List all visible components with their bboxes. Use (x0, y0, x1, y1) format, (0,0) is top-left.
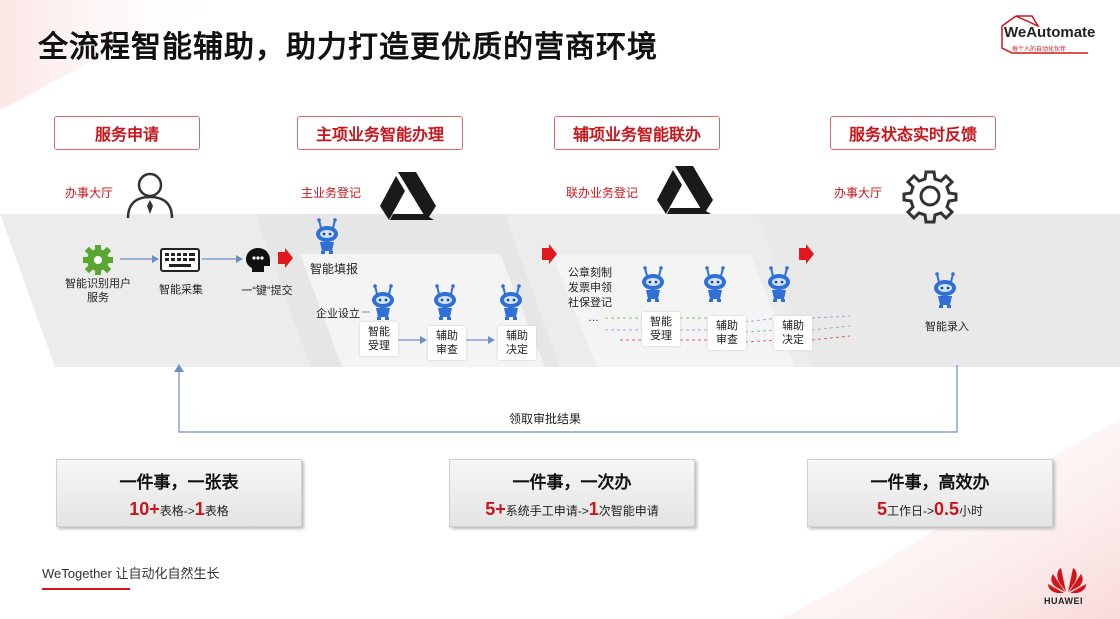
robot-icon (768, 266, 790, 302)
stage-status-feedback: 服务状态实时反馈 (830, 116, 996, 150)
accept-box-1: 智能受理 (360, 322, 398, 356)
red-arrow-icon (799, 244, 814, 264)
keyboard-icon (160, 248, 200, 272)
main-registration-label: 主业务登记 (301, 186, 362, 200)
summary-num: 0.5 (933, 499, 960, 519)
robot-icon (316, 218, 338, 254)
one-key-submit-label: 一“键”提交 (241, 285, 293, 297)
gear-icon (902, 170, 958, 224)
company-setup-label: 企业设立 (316, 308, 360, 320)
smart-fill-label: 智能填报 (310, 262, 359, 276)
decide-box-2: 辅助决定 (774, 316, 812, 350)
chat-head-icon (246, 248, 270, 272)
robot-icon (434, 284, 456, 320)
joint-registration-label: 联办业务登记 (566, 186, 639, 200)
list-item: 公章刻制 (568, 267, 612, 279)
stage-service-request: 服务申请 (54, 116, 200, 150)
page-title: 全流程智能辅助，助力打造更优质的营商环境 (38, 31, 658, 64)
summary-num: 5+ (485, 499, 506, 519)
stage-label: 辅项业务智能联办 (572, 127, 701, 144)
stage-main-business: 主项业务智能办理 (297, 116, 463, 150)
list-item: … (588, 312, 599, 324)
summary-num: 10+ (129, 499, 160, 519)
summary-num: 1 (588, 499, 599, 519)
footer-slogan: WeTogether 让自动化自然生长 (42, 566, 220, 581)
stage-label: 主项业务智能办理 (315, 127, 444, 144)
review-box-1: 辅助审查 (428, 326, 466, 360)
summary-text: 表格-> (159, 504, 195, 518)
summary-text: 小时 (959, 504, 984, 518)
person-icon (126, 172, 174, 219)
robot-icon (500, 284, 522, 320)
hall-label-2: 办事大厅 (834, 186, 883, 200)
review-box-2: 辅助审查 (708, 316, 746, 350)
summary-card-2: 一件事，一次办 5+系统手工申请->1次智能申请 (449, 459, 695, 527)
summary-num: 1 (194, 499, 205, 519)
summary-line: 10+表格->1表格 (57, 499, 301, 520)
summary-heading: 一件事，一次办 (512, 473, 632, 492)
smart-entry-label: 智能录入 (925, 321, 969, 333)
accept-box-2: 智能受理 (642, 312, 680, 346)
hall-label-1: 办事大厅 (65, 186, 114, 200)
list-item: 发票申领 (568, 282, 612, 294)
return-result-label: 领取审批结果 (509, 412, 582, 426)
joint-items-list: 公章刻制 发票申领 社保登记 … (568, 266, 624, 326)
brand-name: WeAutomate (1004, 24, 1096, 41)
brand-tagline: 每个人的自动化伙伴 (1012, 47, 1067, 53)
stage-label: 服务申请 (94, 127, 159, 144)
ai-service-label: 智能识别用户服务 (65, 278, 131, 304)
summary-heading: 一件事，高效办 (870, 473, 990, 492)
robot-icon (934, 272, 956, 308)
settings-gear-icon (83, 245, 113, 275)
summary-card-3: 一件事，高效办 5工作日->0.5小时 (807, 459, 1053, 527)
footer-divider (42, 588, 130, 590)
summary-line: 5+系统手工申请->1次智能申请 (450, 499, 694, 520)
drive-icon (380, 172, 436, 220)
drive-icon (657, 166, 713, 214)
summary-text: 表格 (204, 504, 229, 518)
summary-card-1: 一件事，一张表 10+表格->1表格 (56, 459, 302, 527)
weautomate-logo-icon (1001, 15, 1088, 54)
summary-text: 工作日-> (886, 504, 934, 518)
robot-icon (642, 266, 664, 302)
summary-num: 5 (876, 499, 887, 519)
stage-label: 服务状态实时反馈 (848, 127, 977, 144)
stage-joint-business: 辅项业务智能联办 (554, 116, 720, 150)
summary-heading: 一件事，一张表 (119, 473, 239, 492)
red-arrow-icon (278, 248, 293, 268)
summary-line: 5工作日->0.5小时 (808, 499, 1052, 520)
huawei-wordmark: HUAWEI (1044, 596, 1083, 606)
list-item: 社保登记 (568, 297, 612, 309)
robot-icon (704, 266, 726, 302)
summary-text: 次智能申请 (598, 504, 659, 518)
smart-collect-label: 智能采集 (159, 284, 203, 296)
red-arrow-icon (542, 244, 557, 264)
decide-box-1: 辅助决定 (498, 326, 536, 360)
robot-icon (372, 284, 394, 320)
summary-text: 系统手工申请-> (505, 504, 589, 518)
huawei-logo-icon (1048, 568, 1086, 593)
